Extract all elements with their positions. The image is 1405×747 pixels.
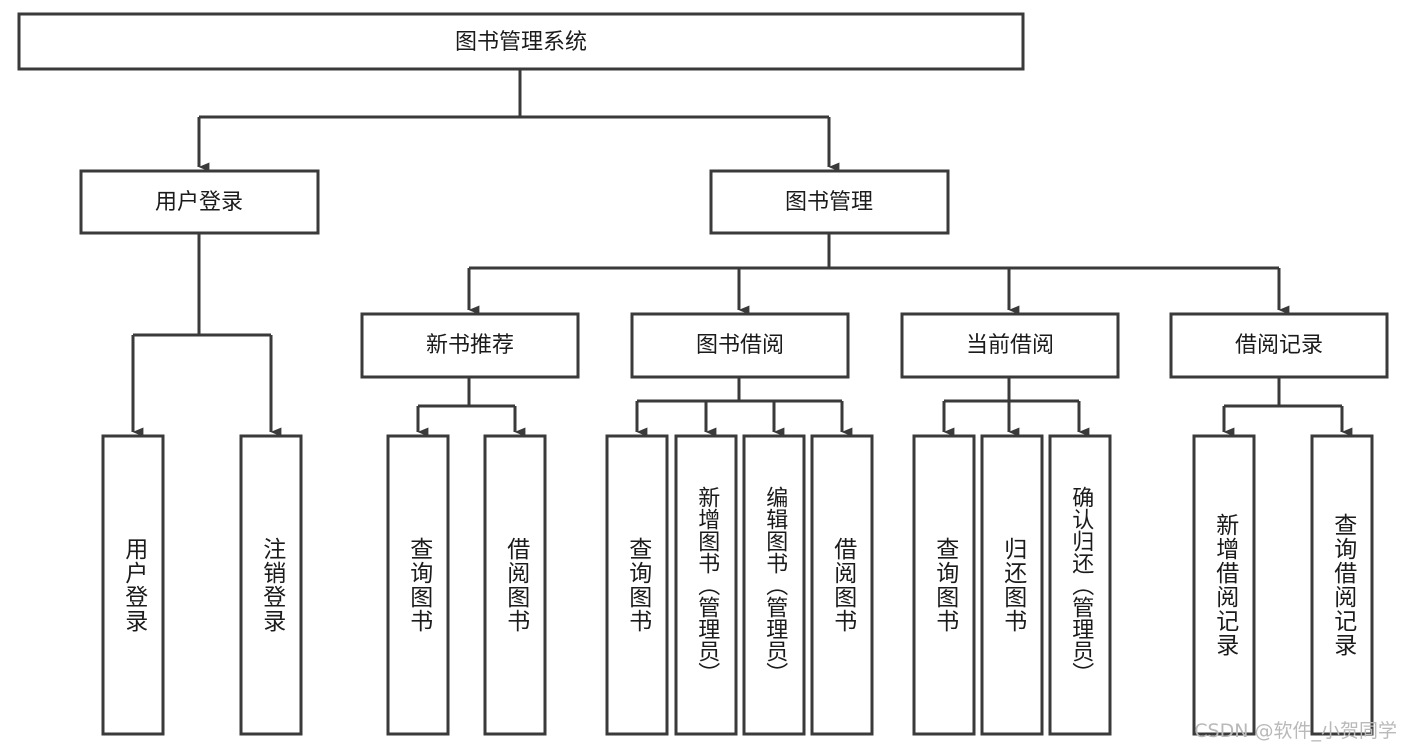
leaf-box-add-record[interactable] bbox=[1192, 434, 1256, 736]
leaf-box-query-book-1[interactable] bbox=[386, 434, 450, 736]
leaf-box-borrow-book-2[interactable] bbox=[810, 434, 874, 736]
leaf-box-logout[interactable] bbox=[239, 434, 303, 736]
leaf-box-return-book[interactable] bbox=[980, 434, 1044, 736]
node-bookmgmt[interactable] bbox=[709, 169, 950, 235]
node-newbook-label: 新书推荐 bbox=[426, 333, 514, 358]
node-root-label: 图书管理系统 bbox=[455, 30, 587, 55]
leaf-box-confirm-return[interactable] bbox=[1048, 434, 1112, 736]
edge-current-to-leaves bbox=[942, 377, 1090, 437]
edge-records-to-leaves bbox=[1222, 377, 1353, 437]
leaf-box-add-book[interactable] bbox=[674, 434, 738, 736]
node-bookmgmt-label: 图书管理 bbox=[785, 190, 873, 215]
edge-bookmgmt-to-level3 bbox=[467, 233, 1290, 315]
leaf-box-query-book-2[interactable] bbox=[605, 434, 669, 736]
edge-borrow-to-leaves bbox=[635, 377, 853, 437]
node-root[interactable] bbox=[17, 12, 1025, 71]
edge-newbook-to-leaves bbox=[416, 377, 526, 437]
node-borrow[interactable] bbox=[630, 312, 850, 379]
node-current[interactable] bbox=[900, 312, 1120, 379]
edge-root-to-split bbox=[197, 69, 840, 172]
leaf-box-query-record[interactable] bbox=[1310, 434, 1374, 736]
leaf-box-query-book-3[interactable] bbox=[912, 434, 976, 736]
node-records-label: 借阅记录 bbox=[1235, 333, 1323, 358]
edge-login-to-leaves bbox=[131, 233, 282, 437]
leaf-box-user-login[interactable] bbox=[101, 434, 165, 736]
node-newbook[interactable] bbox=[360, 312, 580, 379]
leaf-box-borrow-book-1[interactable] bbox=[483, 434, 547, 736]
node-borrow-label: 图书借阅 bbox=[696, 333, 784, 358]
node-login-label: 用户登录 bbox=[155, 190, 243, 215]
leaf-box-edit-book[interactable] bbox=[742, 434, 806, 736]
node-current-label: 当前借阅 bbox=[966, 333, 1054, 358]
node-records[interactable] bbox=[1169, 312, 1389, 379]
node-login[interactable] bbox=[79, 169, 320, 235]
